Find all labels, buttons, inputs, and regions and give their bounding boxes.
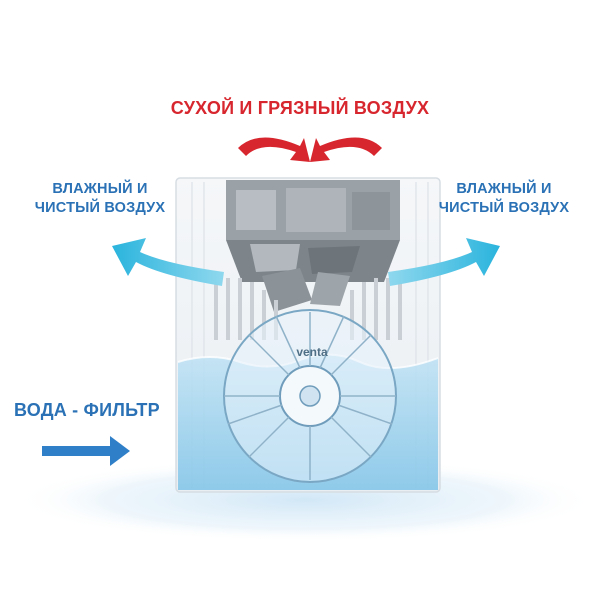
water-filter-label: ВОДА - ФИЛЬТР — [14, 400, 160, 420]
curved-arrows-down-icon — [238, 137, 382, 162]
curved-arrow-up-icon — [112, 238, 500, 286]
dry-dirty-air-label: СУХОЙ И ГРЯЗНЫЙ ВОЗДУХ — [170, 98, 430, 118]
arrow-right-icon — [42, 436, 130, 466]
humid-clean-air-label-left: ВЛАЖНЫЙ И ЧИСТЫЙ ВОЗДУХ — [34, 181, 166, 216]
grille-slats — [214, 278, 402, 340]
fan-mechanism — [226, 180, 400, 312]
humid-clean-air-label-right: ВЛАЖНЫЙ И ЧИСТЫЙ ВОЗДУХ — [438, 181, 570, 216]
floor-shadow — [15, 458, 595, 542]
brand-logo: venta — [296, 345, 328, 359]
evaporator-disk: venta — [223, 309, 397, 483]
